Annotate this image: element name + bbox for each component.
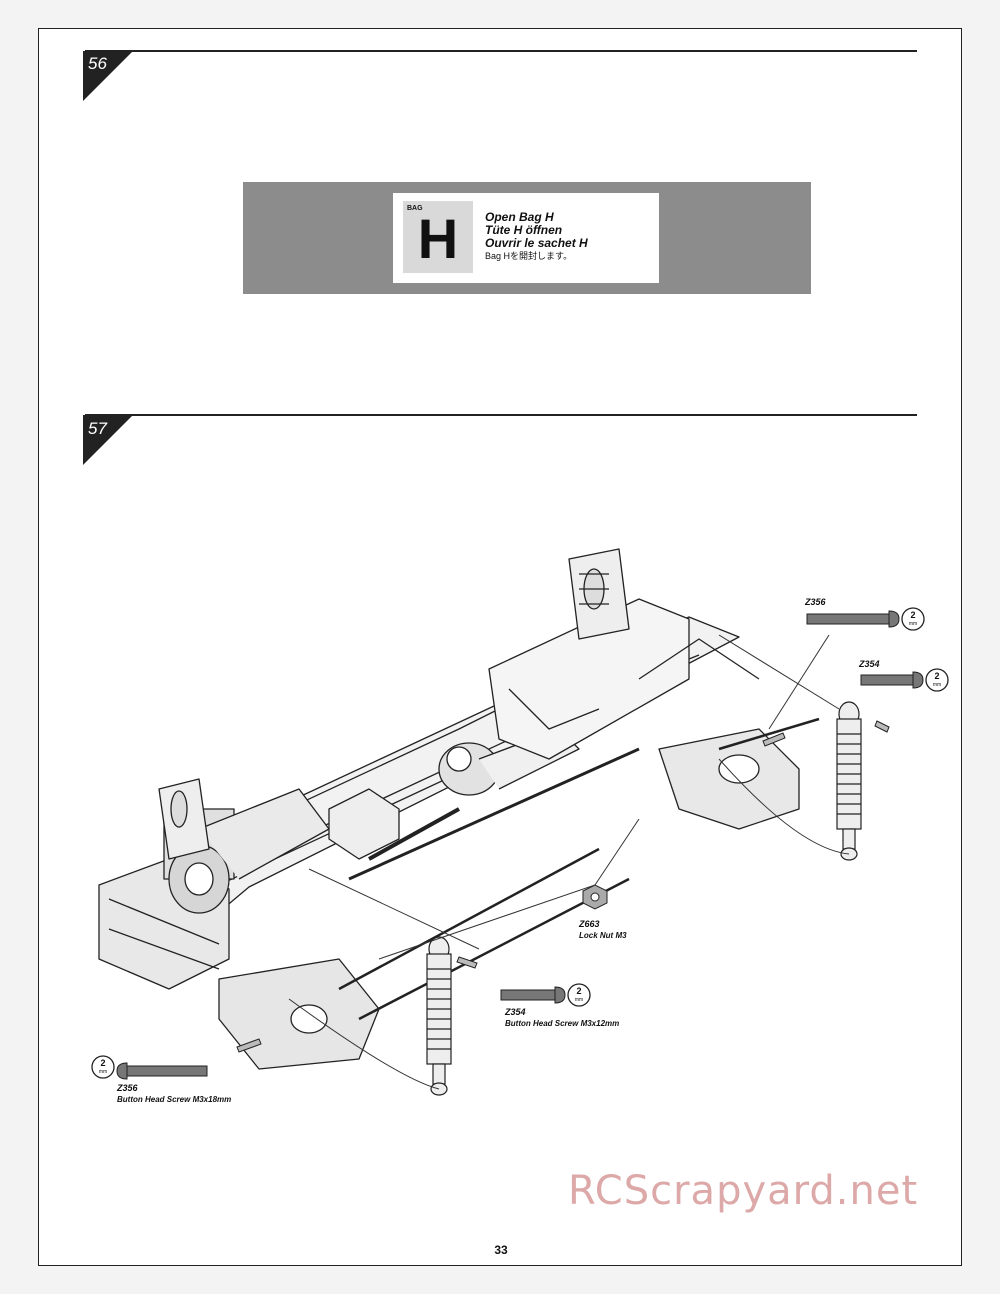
bag-line-de: Tüte H öffnen <box>485 223 563 237</box>
step-56-rule <box>85 50 917 52</box>
part-z663-desc: Lock Nut M3 <box>579 931 627 940</box>
part-z356-top-code: Z356 <box>805 597 826 607</box>
watermark: RCScrapyard.net <box>568 1168 919 1214</box>
step-56-number: 56 <box>88 54 107 73</box>
part-z354-mid-code: Z354 <box>505 1007 526 1017</box>
bag-tag: BAG <box>407 205 423 212</box>
bag-card: BAG H Open Bag H Tüte H öffnen Ouvrir le… <box>393 193 659 283</box>
screw-icons <box>116 610 924 1080</box>
manual-page: 56 BAG H Open Bag H Tüte H öffnen Ouvrir… <box>38 28 962 1266</box>
tool-unit-z356-top: mm <box>908 621 918 627</box>
bag-banner: BAG H Open Bag H Tüte H öffnen Ouvrir le… <box>243 182 811 294</box>
part-z356-bottom-desc: Button Head Screw M3x18mm <box>117 1095 232 1104</box>
bag-icon: BAG H <box>403 201 473 273</box>
tool-size-z354-top: 2 <box>934 671 940 681</box>
tool-size-icons <box>91 607 949 1079</box>
tool-unit-z356-bottom: mm <box>98 1069 108 1075</box>
step-57-rule <box>85 414 917 416</box>
tool-size-z356-bottom: 2 <box>100 1058 106 1068</box>
step-56-tab <box>83 51 133 101</box>
front-shock <box>836 701 862 861</box>
tool-size-z354-mid: 2 <box>576 986 582 996</box>
page-number: 33 <box>494 1243 508 1257</box>
bag-line-jp: Bag Hを開封します。 <box>485 251 573 261</box>
chassis-assembly-illustration <box>91 548 949 1096</box>
tool-unit-z354-mid: mm <box>574 997 584 1003</box>
bag-line-en: Open Bag H <box>485 210 554 224</box>
bag-line-fr: Ouvrir le sachet H <box>485 236 588 250</box>
part-z663-code: Z663 <box>579 919 600 929</box>
rear-shock <box>426 936 452 1096</box>
tool-size-z356-top: 2 <box>910 610 916 620</box>
bag-instructions: Open Bag H Tüte H öffnen Ouvrir le sache… <box>485 211 588 263</box>
tool-unit-z354-top: mm <box>932 682 942 688</box>
part-z354-mid-desc: Button Head Screw M3x12mm <box>505 1019 620 1028</box>
part-z356-bottom-code: Z356 <box>117 1083 138 1093</box>
bag-letter: H <box>417 207 459 270</box>
step-57-number: 57 <box>88 419 107 438</box>
part-z354-top-code: Z354 <box>859 659 880 669</box>
step-57-tab <box>83 415 133 465</box>
